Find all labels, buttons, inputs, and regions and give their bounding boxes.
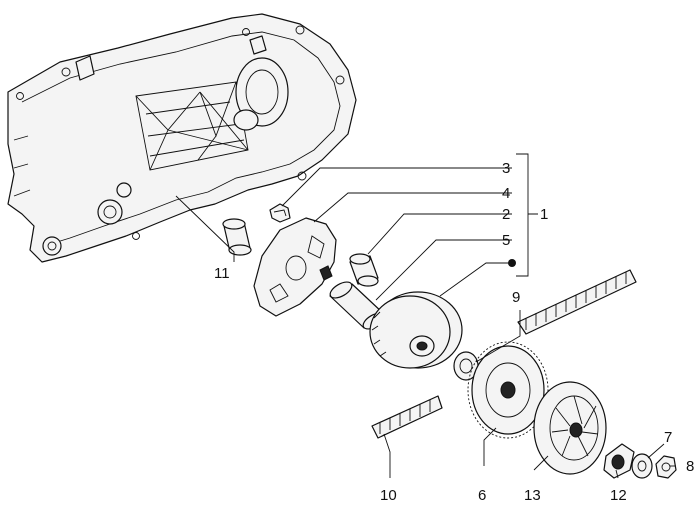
callout-11: 11 bbox=[214, 265, 230, 282]
part-1-pulley bbox=[369, 291, 463, 369]
crankcase-ribs bbox=[135, 81, 249, 171]
leader-lines bbox=[175, 167, 676, 479]
part-3-clip bbox=[269, 203, 291, 223]
callout-9: 9 bbox=[512, 289, 520, 306]
part-13-fan-pulley bbox=[533, 381, 607, 475]
callout-1: 1 bbox=[540, 206, 548, 223]
callout-4: 4 bbox=[502, 185, 510, 202]
part-10-belt bbox=[371, 269, 637, 439]
group-bracket bbox=[508, 153, 538, 277]
part-8-nut bbox=[655, 455, 677, 479]
part-4-ramp-plate bbox=[253, 217, 337, 317]
part-2-sleeve bbox=[349, 253, 379, 287]
callout-13: 13 bbox=[524, 487, 541, 504]
part-6-gear bbox=[467, 341, 549, 439]
part-12-hub bbox=[603, 443, 635, 479]
callout-10: 10 bbox=[380, 487, 397, 504]
callout-3: 3 bbox=[502, 160, 510, 177]
part-11-bushing bbox=[222, 218, 252, 256]
callout-6: 6 bbox=[478, 487, 486, 504]
callout-2: 2 bbox=[502, 206, 510, 223]
callout-8: 8 bbox=[686, 458, 694, 475]
callout-12: 12 bbox=[610, 487, 627, 504]
crankcase bbox=[7, 13, 357, 263]
callout-5: 5 bbox=[502, 232, 510, 249]
part-7-washer bbox=[631, 453, 653, 479]
callout-7: 7 bbox=[664, 429, 672, 446]
